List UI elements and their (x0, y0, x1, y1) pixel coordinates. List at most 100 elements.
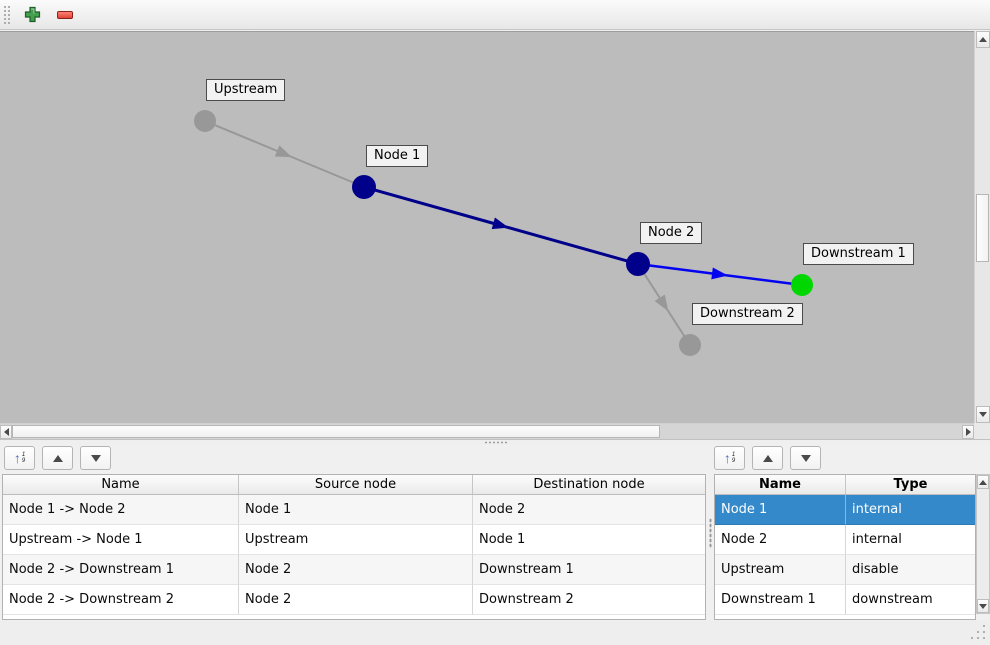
scroll-up-button[interactable] (977, 475, 989, 489)
edge-move-down-button[interactable] (80, 446, 111, 470)
arrow-left-icon (3, 428, 9, 436)
cell-destination: Downstream 2 (473, 585, 705, 615)
scroll-right-button[interactable] (962, 425, 974, 439)
cell-name: Upstream -> Node 1 (3, 525, 239, 555)
cell-name: Node 1 -> Node 2 (3, 495, 239, 525)
horizontal-scroll-thumb[interactable] (12, 425, 660, 438)
splitter-handle-icon (483, 441, 507, 444)
splitter-handle-icon (708, 517, 712, 548)
move-down-icon (90, 454, 101, 462)
sort-ascending-icon: ↑ 1 9 (13, 450, 26, 466)
edge-table: Name Source node Destination node Node 1… (2, 474, 706, 620)
node-table-toolbar: ↑ 1 9 (714, 446, 821, 472)
edge-table-toolbar: ↑ 1 9 (4, 446, 111, 472)
vertical-scroll-thumb[interactable] (976, 194, 989, 262)
column-header-destination-node[interactable]: Destination node (533, 477, 645, 492)
node-move-up-button[interactable] (752, 446, 783, 470)
resize-grip-icon[interactable] (971, 625, 987, 641)
cell-type: internal (846, 495, 975, 525)
horizontal-splitter[interactable] (0, 439, 990, 445)
graph-node[interactable] (194, 110, 216, 132)
table-row[interactable]: Node 2 -> Downstream 1 Node 2 Downstream… (3, 555, 705, 585)
arrow-down-icon (979, 412, 987, 417)
move-up-icon (52, 454, 63, 462)
add-node-button[interactable] (19, 2, 45, 28)
vertical-splitter[interactable] (706, 445, 714, 620)
scroll-down-button[interactable] (977, 599, 989, 613)
node-table-row[interactable]: Node 1 internal (715, 495, 975, 525)
sort-digit-bottom: 9 (731, 458, 736, 464)
remove-node-button[interactable] (52, 2, 78, 28)
sort-ascending-icon: ↑ 1 9 (723, 450, 736, 466)
cell-name: Node 1 (715, 495, 846, 525)
cell-destination: Downstream 1 (473, 555, 705, 585)
move-up-icon (762, 454, 773, 462)
node-table-header: Name Type (715, 475, 975, 495)
cell-type: internal (846, 525, 975, 555)
cell-name: Upstream (715, 555, 846, 585)
node-label[interactable]: Downstream 1 (803, 243, 914, 265)
graph-node[interactable] (352, 175, 376, 199)
cell-source: Upstream (239, 525, 473, 555)
cell-name: Node 2 (715, 525, 846, 555)
scroll-left-button[interactable] (0, 425, 12, 439)
scroll-up-button[interactable] (976, 31, 990, 48)
status-strip (0, 620, 990, 645)
add-icon (24, 6, 41, 23)
graph-edge[interactable] (637, 262, 803, 287)
graph-svg (194, 110, 813, 356)
node-move-down-button[interactable] (790, 446, 821, 470)
sort-digit-bottom: 9 (21, 458, 26, 464)
graph-edge[interactable] (637, 263, 691, 346)
column-header-name[interactable]: Name (715, 475, 846, 494)
column-header-source-node[interactable]: Source node (239, 475, 473, 494)
arrow-up-icon (979, 37, 987, 42)
cell-name: Node 2 -> Downstream 2 (3, 585, 239, 615)
graph-edge[interactable] (204, 120, 365, 188)
node-sort-button[interactable]: ↑ 1 9 (714, 446, 745, 470)
graph-node[interactable] (679, 334, 701, 356)
node-label[interactable]: Node 2 (640, 222, 703, 244)
cell-source: Node 2 (239, 585, 473, 615)
cell-destination: Node 2 (473, 495, 705, 525)
node-label[interactable]: Node 1 (366, 145, 429, 167)
toolbar-grip[interactable] (3, 4, 10, 25)
column-header-type[interactable]: Type (893, 477, 928, 492)
sort-digit-top: 1 (21, 452, 26, 458)
graph-node[interactable] (791, 274, 813, 296)
main-toolbar (0, 0, 990, 30)
arrow-right-icon (965, 428, 971, 436)
graph-edge[interactable] (363, 185, 639, 266)
cell-name: Node 2 -> Downstream 1 (3, 555, 239, 585)
remove-icon (57, 10, 73, 19)
node-table-row[interactable]: Node 2 internal (715, 525, 975, 555)
node-label[interactable]: Downstream 2 (692, 303, 803, 325)
node-table-row[interactable]: Upstream disable (715, 555, 975, 585)
scroll-down-button[interactable] (976, 406, 990, 423)
graph-node[interactable] (626, 252, 650, 276)
table-row[interactable]: Node 2 -> Downstream 2 Node 2 Downstream… (3, 585, 705, 615)
node-table: Name Type Node 1 internal Node 2 interna… (714, 474, 976, 620)
edge-sort-button[interactable]: ↑ 1 9 (4, 446, 35, 470)
column-header-name[interactable]: Name (3, 475, 239, 494)
table-row[interactable]: Node 1 -> Node 2 Node 1 Node 2 (3, 495, 705, 525)
node-table-scrollbar[interactable] (976, 474, 990, 614)
arrow-down-icon (979, 603, 987, 609)
sort-digit-top: 1 (731, 452, 736, 458)
cell-type: disable (846, 555, 975, 585)
arrow-up-icon (979, 479, 987, 485)
node-table-row[interactable]: Downstream 1 downstream (715, 585, 975, 615)
cell-name: Downstream 1 (715, 585, 846, 615)
edge-move-up-button[interactable] (42, 446, 73, 470)
edge-table-header: Name Source node Destination node (3, 475, 705, 495)
cell-source: Node 2 (239, 555, 473, 585)
move-down-icon (800, 454, 811, 462)
cell-source: Node 1 (239, 495, 473, 525)
canvas-horizontal-scrollbar[interactable] (0, 423, 974, 439)
node-label[interactable]: Upstream (206, 79, 286, 101)
table-row[interactable]: Upstream -> Node 1 Upstream Node 1 (3, 525, 705, 555)
canvas-vertical-scrollbar[interactable] (974, 31, 990, 423)
scrollbar-corner (974, 423, 990, 439)
